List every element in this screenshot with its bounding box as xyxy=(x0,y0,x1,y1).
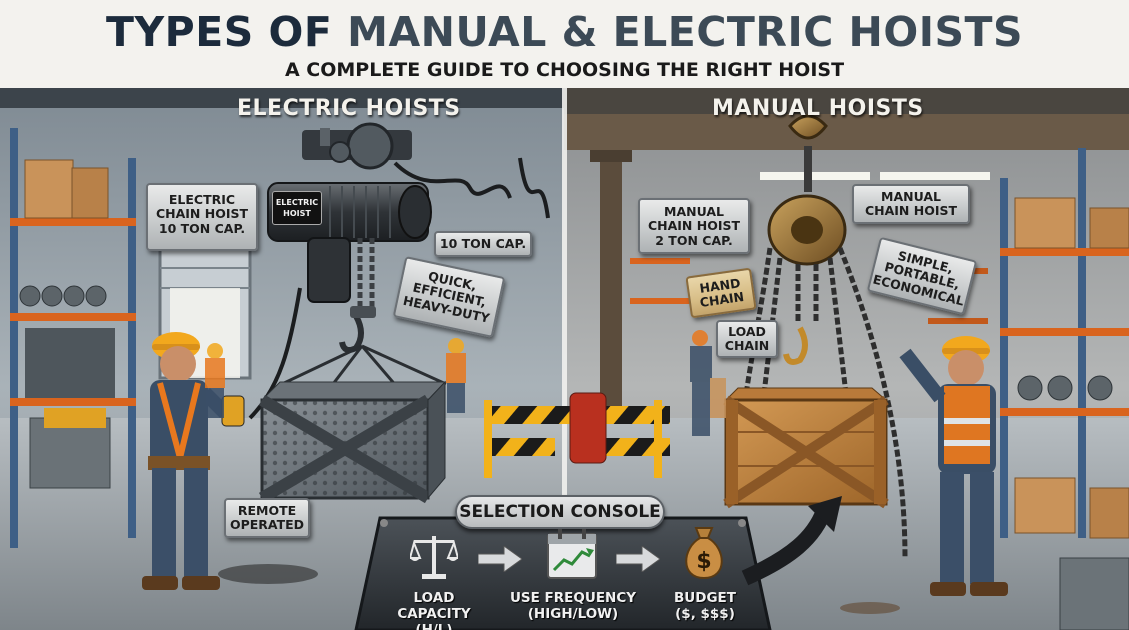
step-line: LOAD CAPACITY xyxy=(397,590,471,622)
steel-crate xyxy=(258,380,447,504)
tag-line: ELECTRIC xyxy=(168,192,236,207)
tag-line: LOAD xyxy=(728,324,766,339)
manual-chain-hoist-tag: MANUAL CHAIN HOIST 2 TON CAP. xyxy=(638,198,750,254)
remote-operated-tag: REMOTE OPERATED xyxy=(224,498,310,538)
hazard-barrier xyxy=(484,392,670,478)
tag-line: 10 TON CAP. xyxy=(439,236,527,251)
header: TYPES OF MANUAL & ELECTRIC HOISTS A COMP… xyxy=(0,0,1129,88)
calendar-chart-icon xyxy=(547,529,597,579)
page-title: TYPES OF MANUAL & ELECTRIC HOISTS xyxy=(0,8,1129,56)
tag-line: OPERATED xyxy=(229,517,305,533)
remote-control-icon xyxy=(221,395,245,427)
page-subtitle: A COMPLETE GUIDE TO CHOOSING THE RIGHT H… xyxy=(284,59,845,81)
step-label-use-frequency: USE FREQUENCY (HIGH/LOW) xyxy=(508,590,638,622)
step-line: USE FREQUENCY xyxy=(509,590,637,606)
arrow-right-icon xyxy=(616,546,660,572)
svg-text:$: $ xyxy=(696,549,711,574)
title-part-1: TYPES OF xyxy=(105,8,348,56)
electric-capacity-tag: 10 TON CAP. xyxy=(434,231,532,257)
left-shelving xyxy=(10,128,136,548)
tag-line: MANUAL xyxy=(881,189,941,204)
step-label-load-capacity: LOAD CAPACITY (H/L) xyxy=(376,590,492,630)
tag-line: 10 TON CAP. xyxy=(158,220,246,236)
manual-name-tag: MANUAL CHAIN HOIST xyxy=(852,184,970,224)
arrow-right-icon xyxy=(478,546,522,572)
load-chain-tag: LOAD CHAIN xyxy=(716,320,778,358)
tag-line: CHAIN xyxy=(724,338,770,354)
title-part-2: MANUAL & ELECTRIC HOISTS xyxy=(347,8,1024,56)
illustration-scene: ELECTRIC HOISTS MANUAL HOISTS ELECTRIC H… xyxy=(0,88,1129,630)
step-line: (H/L) xyxy=(415,622,453,630)
warehouse-illustration xyxy=(0,88,1129,630)
tag-line: REMOTE xyxy=(237,503,297,518)
selection-console-title: SELECTION CONSOLE xyxy=(455,495,665,529)
step-line: (HIGH/LOW) xyxy=(527,606,619,622)
manual-hoist xyxy=(739,114,908,559)
right-shelving xyxy=(1000,148,1129,630)
step-line: ($, $$$) xyxy=(675,606,735,622)
tag-line: MANUAL xyxy=(664,204,724,219)
electric-chain-hoist-tag: ELECTRIC CHAIN HOIST 10 TON CAP. xyxy=(146,183,258,251)
step-line: BUDGET xyxy=(674,590,736,606)
tag-line: 2 TON CAP. xyxy=(655,232,733,248)
scale-icon xyxy=(410,536,458,579)
tag-line: CHAIN HOIST xyxy=(864,203,958,219)
wooden-crate xyxy=(723,387,889,509)
manual-panel-title: MANUAL HOISTS xyxy=(712,96,924,121)
tag-line: CHAIN HOIST xyxy=(155,206,249,222)
electric-motor-label: ELECTRIC HOIST xyxy=(272,191,322,225)
electric-trolley xyxy=(302,122,412,170)
step-label-budget: BUDGET ($, $$$) xyxy=(660,590,750,622)
tag-line: CHAIN HOIST xyxy=(647,218,741,234)
manual-operator xyxy=(899,336,1008,596)
money-bag-icon: $ xyxy=(685,527,723,580)
electric-panel-title: ELECTRIC HOISTS xyxy=(237,96,461,121)
